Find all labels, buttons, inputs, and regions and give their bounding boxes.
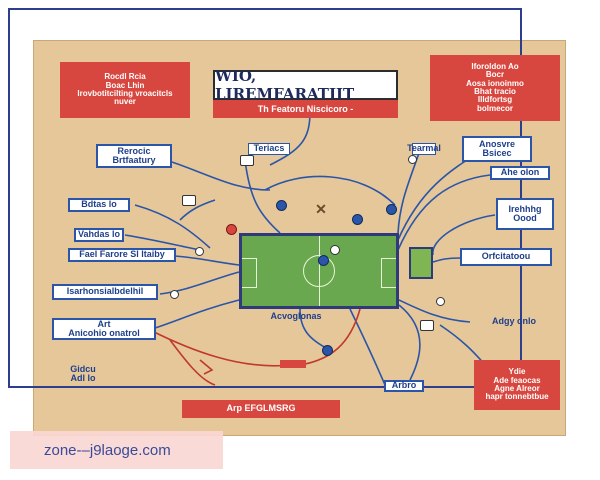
info-box-bottom-right: Ydie Ade feaocas Agne Alreor hapr tonneb… [474,360,560,410]
ball-icon [330,245,340,255]
player-icon [276,200,287,211]
label-box-right-1: Anosvre Bsicec [462,136,532,162]
node-dot-icon [436,297,445,306]
label-center-4: Arbro [384,380,424,392]
camera-icon [182,195,196,206]
label-box-right-3: Irehhhg Oood [496,198,554,230]
mini-pitch [409,247,433,279]
label-right-plain: Adgy onlo [492,316,536,327]
node-dot-icon [195,247,204,256]
label-box-left-2: Bdtas lo [68,198,130,212]
player-icon [318,255,329,266]
label-box-right-2: Ahe olon [490,166,550,180]
info-box-bottom-center: Arp EFGLMSRG [182,400,340,418]
pitch-left-box [242,258,257,288]
player-icon [322,345,333,356]
label-center-1: Teriacs [248,143,290,155]
node-dot-icon [408,155,417,164]
tactics-cross-icon: ✕ [315,200,327,217]
diagram-subtitle: Th Featoru Niscicoro - [213,100,398,118]
label-center-3: Acvoglonas [270,311,322,322]
camera-icon [240,155,254,166]
red-marker [280,360,306,368]
label-box-right-4: Orfcitatoou [460,248,552,266]
label-left-plain: Gidcu Adl lo [70,363,96,383]
watermark: zone-–j9laoge.com [10,431,223,469]
camera-icon [420,320,434,331]
info-box-top-right: Iforoldon Ao Bocr Aosa ionoinmo Bhat tra… [430,55,560,121]
label-box-left-5: Isarhonsialbdelhil [52,284,158,300]
player-icon [386,204,397,215]
player-icon [226,224,237,235]
info-box-top-left: Rocdl Rcia Boac Lhin Irovbotitcilting vr… [60,62,190,118]
pitch-right-box [381,258,396,288]
player-icon [352,214,363,225]
diagram-title: WIO, LIREMFARATJIT [213,67,398,103]
football-pitch [239,233,399,309]
label-box-left-1: Rerocic Brtfaatury [96,144,172,168]
label-box-left-3: Vahdas lo [74,228,124,242]
label-box-left-6: Art Anicohio onatrol [52,318,156,340]
label-box-left-4: Fael Farore Sl ltaiby [68,248,176,262]
label-center-2: Tearmal [407,143,441,155]
node-dot-icon [170,290,179,299]
